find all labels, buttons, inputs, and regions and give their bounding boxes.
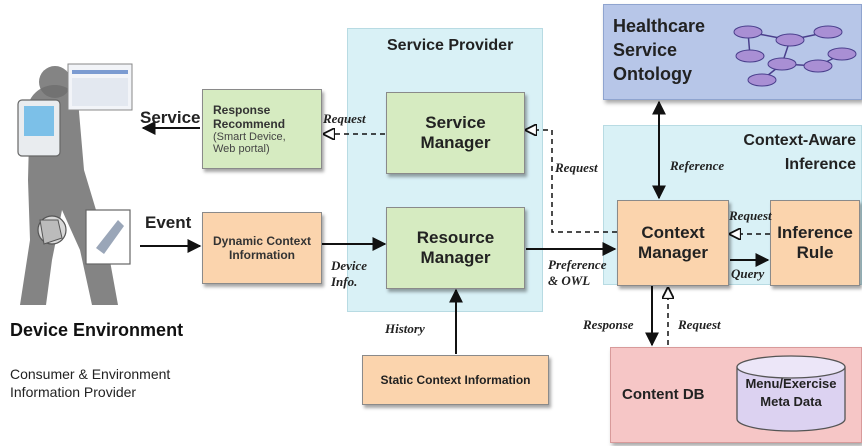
service-manager-box: Service Manager [386, 92, 525, 174]
ontology-node [735, 49, 765, 63]
response-recommend-line4: Web portal) [213, 143, 270, 155]
preference-label-2: & OWL [548, 273, 591, 288]
service-manager-line2: Manager [420, 133, 491, 152]
content-db-label: Content DB [622, 386, 705, 403]
context-manager-line2: Manager [638, 243, 708, 262]
device-environment-sub-line2: Information Provider [10, 384, 137, 400]
healthcare-title-line2: Service [613, 40, 678, 60]
static-context-label: Static Context Information [380, 373, 531, 387]
response-label: Response [583, 317, 634, 332]
ontology-node [827, 47, 857, 61]
dynamic-context-line2: Information [229, 248, 295, 262]
response-recommend-box: Response Recommend (Smart Device, Web po… [202, 89, 322, 169]
service-manager-line1: Service [425, 113, 486, 132]
dynamic-context-line1: Dynamic Context [212, 234, 312, 248]
service-label: Service [140, 108, 201, 127]
device-environment-illustration [17, 63, 133, 305]
healthcare-title-line3: Ontology [613, 64, 692, 84]
ontology-node [775, 33, 805, 47]
device-info-label-1: Device [331, 258, 368, 273]
request-sm-label: Request [323, 111, 366, 126]
service-provider-title: Service Provider [387, 37, 514, 54]
request-db-label: Request [678, 317, 721, 332]
ontology-node [803, 59, 833, 73]
ontology-node [813, 25, 843, 39]
device-environment-title: Device Environment [10, 320, 184, 340]
content-db-cylinder-line2: Meta Data [760, 394, 822, 409]
inference-rule-line2: Rule [796, 243, 834, 262]
request-cm-label: Request [555, 160, 598, 175]
context-manager-box: Context Manager [617, 200, 729, 286]
reference-label: Reference [670, 158, 725, 173]
ontology-graph [733, 25, 857, 87]
healthcare-ontology-panel [603, 4, 862, 100]
response-recommend-line2: Recommend [213, 117, 286, 131]
response-recommend-line1: Response [213, 103, 271, 117]
ontology-node [747, 73, 777, 87]
resource-manager-box: Resource Manager [386, 207, 525, 289]
request-ir-label: Request [729, 208, 772, 223]
preference-label-1: Preference [548, 257, 607, 272]
device-info-label-2: Info. [331, 274, 358, 289]
resource-manager-line2: Manager [420, 248, 491, 267]
inference-rule-box: Inference Rule [770, 200, 860, 286]
inference-rule-line1: Inference [777, 223, 853, 242]
context-manager-line1: Context [641, 223, 705, 242]
resource-manager-line1: Resource [416, 228, 495, 247]
healthcare-title-line1: Healthcare [613, 16, 706, 36]
content-db-cylinder-line1: Menu/Exercise [745, 376, 837, 391]
ontology-node [733, 25, 763, 39]
query-label: Query [731, 266, 765, 281]
database-cylinder-icon [736, 355, 846, 432]
ontology-node [767, 57, 797, 71]
request-cm-arrow [526, 130, 617, 233]
event-label: Event [145, 213, 192, 232]
dynamic-context-box: Dynamic Context Information [202, 212, 322, 284]
history-label: History [385, 321, 425, 336]
response-recommend-line3: (Smart Device, [213, 131, 286, 143]
context-aware-title-line1: Context-Aware [743, 132, 856, 149]
device-environment-sub-line1: Consumer & Environment [10, 366, 171, 382]
context-aware-title-line2: Inference [784, 156, 856, 173]
static-context-box: Static Context Information [362, 355, 549, 405]
